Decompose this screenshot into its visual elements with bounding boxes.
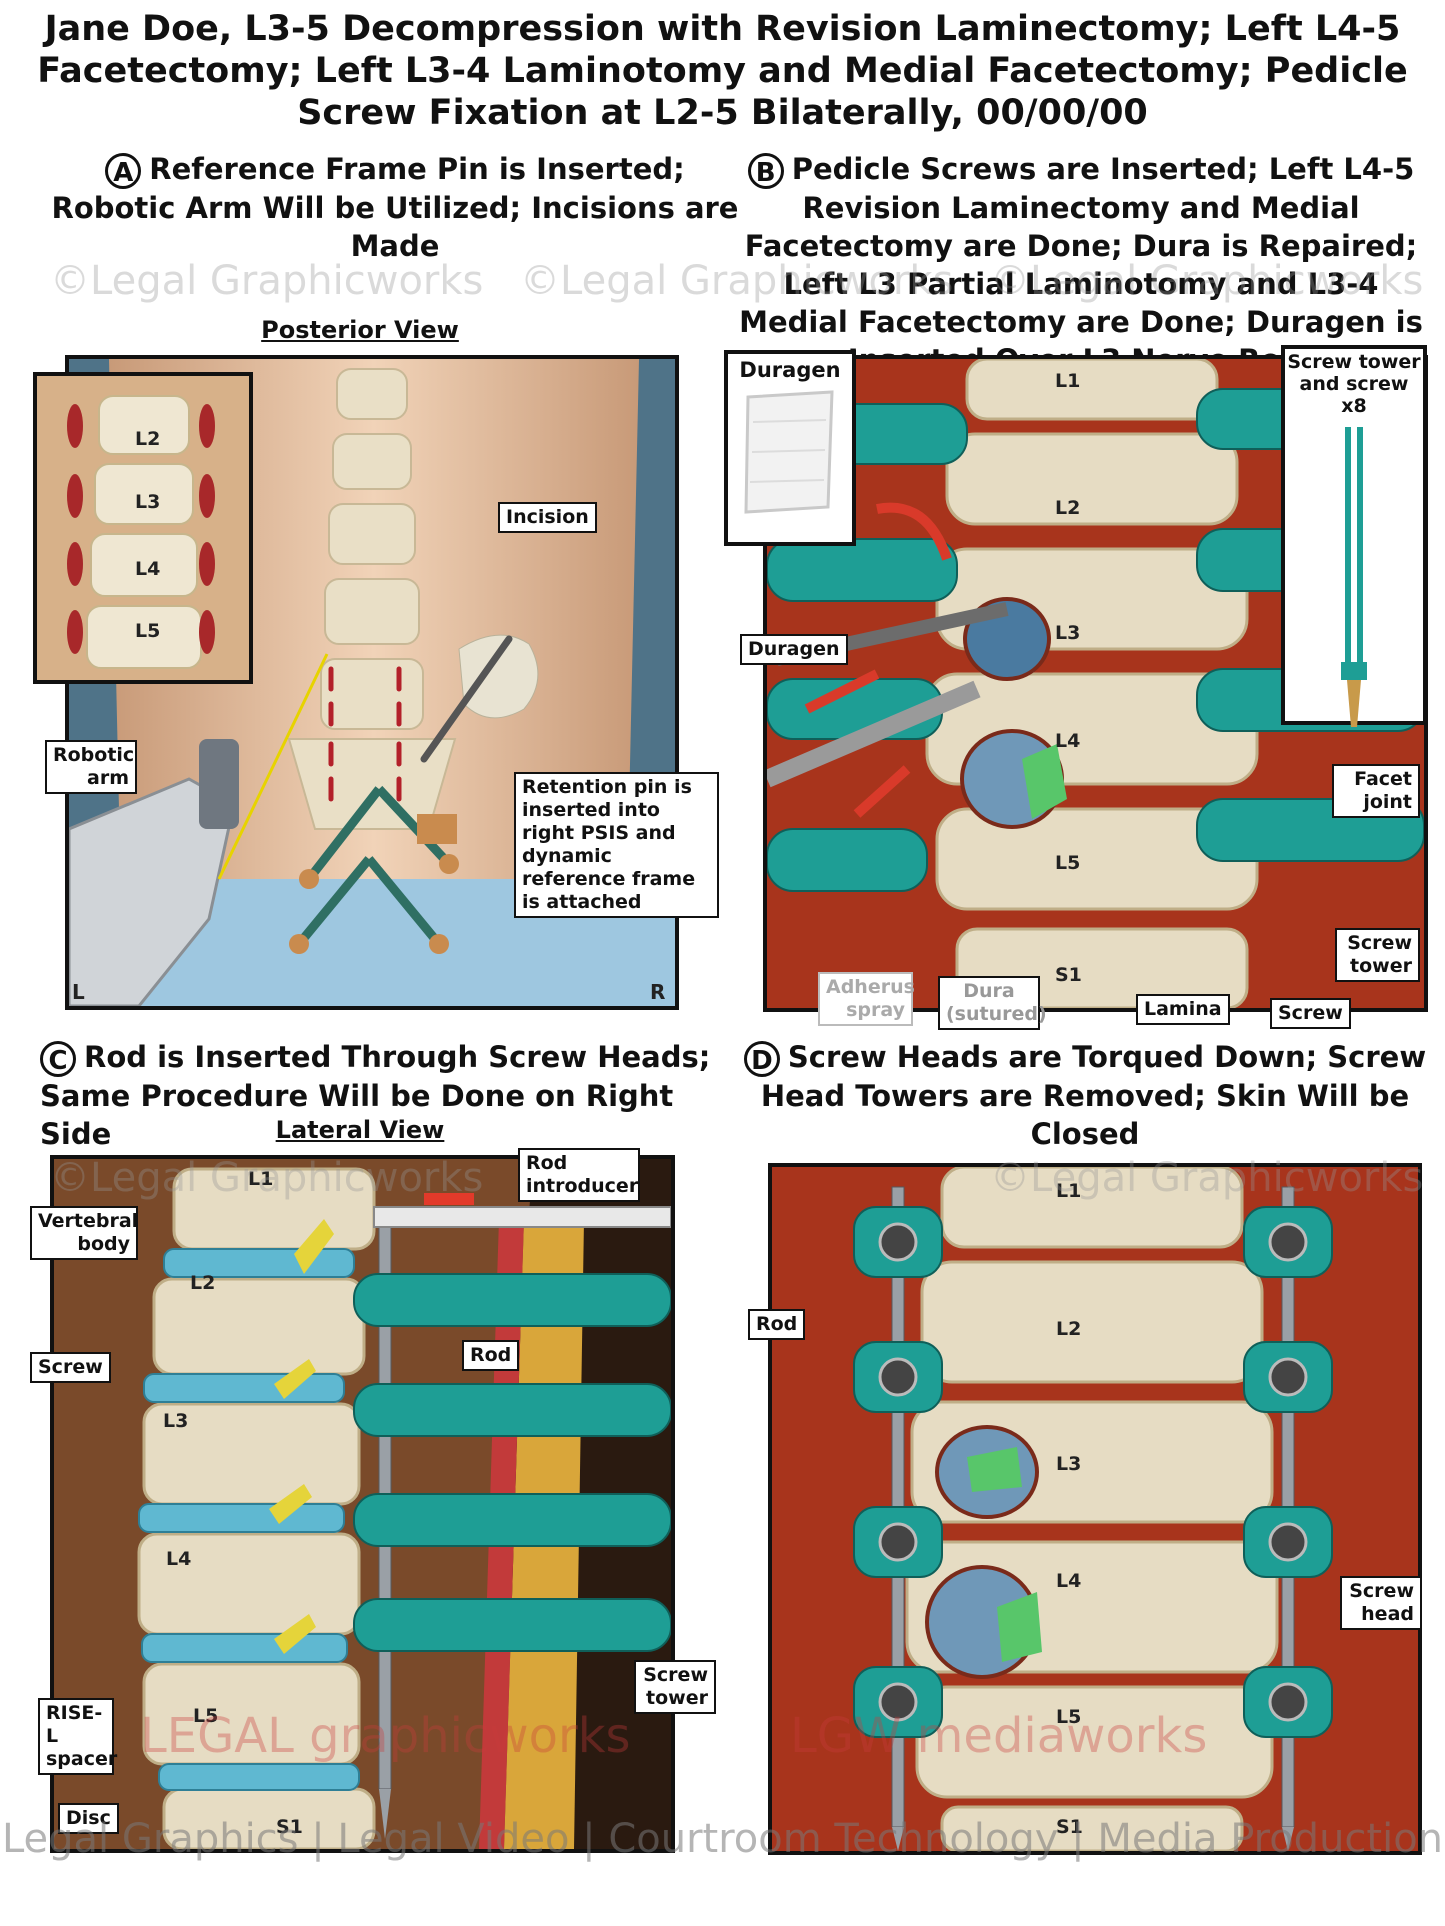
side-label-right: R bbox=[650, 980, 666, 1004]
panel-b-letter: B bbox=[747, 153, 784, 189]
b-level-l1: L1 bbox=[1055, 370, 1081, 392]
callout-dura: Dura (sutured) bbox=[938, 976, 1047, 1030]
panel-c-illustration bbox=[50, 1155, 675, 1853]
d-level-l1: L1 bbox=[1056, 1180, 1082, 1202]
c-level-l1: L1 bbox=[248, 1168, 274, 1190]
posterior-spine-fixation bbox=[772, 1167, 1418, 1851]
inset-level-l4: L4 bbox=[135, 558, 161, 580]
c-level-l4: L4 bbox=[166, 1548, 192, 1570]
b-level-l2: L2 bbox=[1055, 497, 1081, 519]
callout-rod-c: Rod bbox=[462, 1340, 520, 1371]
panel-c-title-text: Rod is Inserted Through Screw Heads; Sam… bbox=[40, 1040, 711, 1151]
panel-a-view-label: Posterior View bbox=[261, 316, 459, 344]
callout-incision: Incision bbox=[498, 502, 597, 533]
panel-d-title-text: Screw Heads are Torqued Down; Screw Head… bbox=[760, 1040, 1427, 1151]
panel-d-illustration bbox=[768, 1163, 1422, 1855]
d-level-l2: L2 bbox=[1056, 1318, 1082, 1340]
side-label-left: L bbox=[72, 980, 85, 1004]
callout-lamina: Lamina bbox=[1136, 994, 1230, 1025]
panel-c-letter: C bbox=[40, 1041, 76, 1077]
callout-rise-spacer: RISE-L spacer bbox=[38, 1698, 117, 1775]
callout-vertebral-body: Vertebral body bbox=[30, 1206, 138, 1260]
callout-disc: Disc bbox=[58, 1803, 119, 1834]
b-level-l5: L5 bbox=[1055, 852, 1081, 874]
callout-screw-tower-b: Screw tower bbox=[1335, 928, 1420, 982]
inset-incision-closeup bbox=[37, 376, 249, 680]
duragen-inset: Duragen bbox=[724, 350, 856, 546]
screw-tower-inset-label: Screw tower and screw x8 bbox=[1287, 351, 1421, 417]
d-level-s1: S1 bbox=[1056, 1816, 1083, 1838]
d-level-l3: L3 bbox=[1056, 1453, 1082, 1475]
c-level-l2: L2 bbox=[190, 1272, 216, 1294]
callout-facet-joint: Facet joint bbox=[1332, 764, 1420, 818]
screw-tower-inset: Screw tower and screw x8 bbox=[1281, 345, 1427, 727]
c-level-l3: L3 bbox=[163, 1410, 189, 1432]
panel-b-title-text: Pedicle Screws are Inserted; Left L4-5 R… bbox=[739, 152, 1423, 377]
callout-screw-tower-c: Screw tower bbox=[634, 1660, 716, 1714]
inset-level-l3: L3 bbox=[135, 491, 161, 513]
panel-a-title-text: Reference Frame Pin is Inserted; Robotic… bbox=[51, 152, 739, 263]
inset-level-l2: L2 bbox=[135, 428, 161, 450]
callout-rod-d: Rod bbox=[748, 1309, 806, 1340]
panel-a-letter: A bbox=[105, 153, 142, 189]
callout-screw-b: Screw bbox=[1270, 998, 1351, 1029]
panel-d-letter: D bbox=[743, 1041, 780, 1077]
duragen-inset-label: Duragen bbox=[739, 358, 841, 382]
panel-a-inset: L2 L3 L4 L5 bbox=[33, 372, 253, 684]
page-title: Jane Doe, L3-5 Decompression with Revisi… bbox=[37, 9, 1408, 133]
callout-rod-introducer: Rod introducer bbox=[518, 1148, 640, 1202]
d-level-l5: L5 bbox=[1056, 1706, 1082, 1728]
b-level-l3: L3 bbox=[1055, 622, 1081, 644]
d-level-l4: L4 bbox=[1056, 1570, 1082, 1592]
c-level-s1: S1 bbox=[276, 1816, 303, 1838]
b-level-s1: S1 bbox=[1055, 964, 1082, 986]
footer-credits: Legal Graphics | Legal Video | Courtroom… bbox=[1, 1816, 1444, 1862]
lateral-spine-rod-insertion bbox=[54, 1159, 671, 1849]
c-level-l5: L5 bbox=[193, 1705, 219, 1727]
panel-c-view-label: Lateral View bbox=[275, 1116, 445, 1144]
callout-duragen: Duragen bbox=[740, 634, 848, 665]
callout-screw-head: Screw head bbox=[1340, 1576, 1422, 1630]
callout-robotic-arm: Robotic arm bbox=[45, 740, 137, 794]
b-level-l4: L4 bbox=[1055, 730, 1081, 752]
duragen-patch-icon bbox=[744, 390, 834, 514]
inset-level-l5: L5 bbox=[135, 620, 161, 642]
callout-adherus-spray: Adherus spray bbox=[818, 972, 915, 1026]
callout-retention-pin: Retention pin is inserted into right PSI… bbox=[514, 772, 719, 918]
callout-screw-c: Screw bbox=[30, 1352, 111, 1383]
screw-tower-icon bbox=[1341, 427, 1367, 727]
